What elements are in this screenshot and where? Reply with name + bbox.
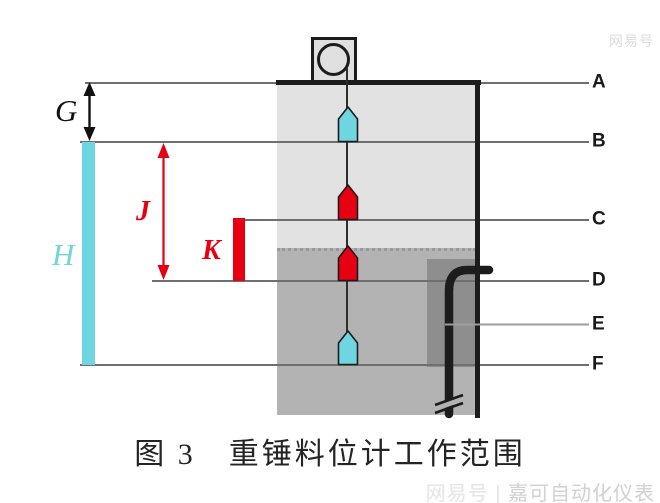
dimension-arrow-j — [157, 143, 170, 280]
ref-line-c — [245, 219, 589, 221]
plumb-bob-cyan-top — [337, 106, 359, 143]
watermark-top-right: 网易号 — [609, 33, 654, 49]
tank-right-border — [475, 80, 480, 418]
plumb-bob-cyan-bottom — [337, 330, 359, 366]
watermark-site: 网易号 | — [425, 483, 502, 503]
ref-label-c: C — [592, 208, 606, 230]
dim-label-k: K — [202, 235, 221, 266]
figure-caption: 图 3 重锤料位计工作范围 — [134, 438, 526, 471]
ref-line-b — [80, 141, 589, 143]
tank-top-border — [276, 80, 481, 85]
dim-label-j: J — [136, 196, 150, 227]
ref-label-e: E — [592, 313, 605, 335]
ref-line-f — [80, 364, 589, 366]
watermark-author: 嘉可自动化仪表 — [501, 483, 655, 503]
ref-label-d: D — [592, 269, 606, 291]
dim-label-g: G — [55, 93, 78, 128]
plumb-bob-red-lower — [337, 245, 359, 282]
dim-label-h: H — [52, 237, 75, 272]
ref-label-a: A — [592, 71, 606, 93]
pulley-circle-icon — [317, 43, 350, 76]
discharge-pipe — [434, 265, 494, 419]
watermark-bottom-right: 网易号 | 嘉可自动化仪表 — [426, 477, 655, 503]
pipe-break-icon — [434, 395, 464, 412]
ref-line-d — [152, 280, 589, 282]
ref-label-b: B — [592, 130, 606, 152]
dimension-bar-h — [82, 142, 95, 365]
ref-label-f: F — [592, 353, 604, 375]
dimension-bar-k — [233, 218, 245, 281]
dimension-arrow-g — [83, 82, 96, 141]
plumb-bob-red-upper — [337, 184, 359, 221]
